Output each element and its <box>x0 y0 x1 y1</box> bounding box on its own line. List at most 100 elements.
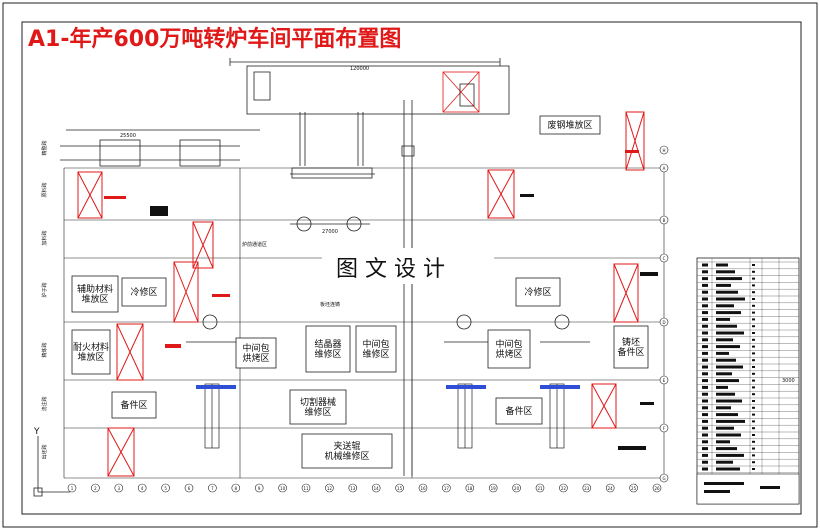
zone-cold-repair-right: 冷修区 <box>515 277 561 307</box>
scrap-rail <box>60 129 260 167</box>
column-marker: 26 <box>652 483 662 493</box>
zone-crystallizer: 结晶器维修区 <box>305 325 351 373</box>
svg-text:16: 16 <box>420 486 426 491</box>
svg-text:20: 20 <box>514 486 520 491</box>
column-marker: 1 <box>67 483 77 493</box>
column-marker: 4 <box>137 483 147 493</box>
row-marker: B <box>659 215 669 225</box>
column-marker: 22 <box>559 483 568 493</box>
zone-label: 切割器械维修区 <box>300 396 336 418</box>
column-marker: 13 <box>348 483 358 493</box>
zone-label: 冷修区 <box>130 286 157 298</box>
svg-text:15: 15 <box>397 486 403 491</box>
svg-text:3: 3 <box>118 486 121 491</box>
svg-text:13: 13 <box>350 486 356 491</box>
zone-label: 中间包烘烤区 <box>242 342 269 364</box>
column-grid <box>63 167 665 479</box>
black-markers <box>150 194 658 450</box>
axis-y-label: Y <box>33 427 40 437</box>
zone-cutter: 切割器械维修区 <box>289 389 347 425</box>
coordinate-axis <box>33 436 70 497</box>
zone-spare-right: 备件区 <box>495 397 543 425</box>
zone-spare-left: 备件区 <box>111 391 157 419</box>
zone-roller: 夹送辊机械维修区 <box>301 433 393 469</box>
svg-text:A: A <box>663 166 666 171</box>
zone-special-bake: 铸坯备件区 <box>613 325 649 369</box>
zone-ladle-bake-1: 中间包烘烤区 <box>235 337 277 369</box>
zone-label: 备件区 <box>505 405 532 417</box>
bay-label: 加料跨 <box>41 230 48 245</box>
table-cell-value: 3000 <box>782 378 795 384</box>
zone-ladle-bake-2: 中间包烘烤区 <box>487 329 531 369</box>
column-marker: 19 <box>488 483 498 493</box>
column-marker: 12 <box>325 483 334 493</box>
blue-platforms <box>196 385 580 389</box>
column-marker: 20 <box>512 483 521 493</box>
column-marker: 10 <box>278 483 287 493</box>
row-marker: G <box>659 473 669 483</box>
row-marker: C <box>659 253 669 263</box>
zone-label: 中间包维修区 <box>362 338 389 360</box>
column-marker: 16 <box>418 483 428 493</box>
furnace-bay-label: 炉前通道区 <box>242 241 267 248</box>
dim-top-span: 120000 <box>350 66 369 72</box>
zone-label: 夹送辊机械维修区 <box>324 440 369 462</box>
dim-mid-span: 27000 <box>322 229 338 235</box>
svg-text:12: 12 <box>327 486 333 491</box>
zone-waste-area: 废钢堆放区 <box>539 115 601 135</box>
column-marker: 25 <box>629 483 638 493</box>
column-marker: 8 <box>231 483 241 493</box>
svg-text:D: D <box>662 320 665 325</box>
zone-label: 废钢堆放区 <box>547 119 592 131</box>
svg-text:F: F <box>663 426 666 431</box>
red-storage-areas <box>77 111 645 477</box>
row-marker: E <box>659 375 669 385</box>
svg-text:1: 1 <box>71 486 74 491</box>
column-marker: 17 <box>442 483 451 493</box>
zone-refractory: 耐火材料堆放区 <box>71 329 111 375</box>
column-marker: 9 <box>254 483 264 493</box>
row-marker: F <box>659 423 669 433</box>
svg-text:G: G <box>662 476 665 481</box>
zone-label: 冷修区 <box>524 286 551 298</box>
svg-text:19: 19 <box>491 486 497 491</box>
svg-text:17: 17 <box>444 486 450 491</box>
zone-ladle-repair: 中间包维修区 <box>355 325 397 373</box>
svg-text:24: 24 <box>608 486 614 491</box>
row-marker: A <box>659 163 669 173</box>
svg-text:E: E <box>663 378 666 383</box>
svg-text:C: C <box>663 256 666 261</box>
svg-text:22: 22 <box>561 486 567 491</box>
column-marker: 23 <box>582 483 592 493</box>
center-bay-label: 板坯连铸 <box>320 301 340 308</box>
svg-text:4: 4 <box>141 486 144 491</box>
bay-label: 精整跨 <box>41 140 48 155</box>
column-marker: 14 <box>371 483 381 493</box>
column-marker: 3 <box>114 483 124 493</box>
svg-text:21: 21 <box>537 486 543 491</box>
row-marker: H <box>659 145 669 155</box>
zone-label: 备件区 <box>120 399 147 411</box>
zone-boxes: 废钢堆放区辅助材料堆放区冷修区冷修区耐火材料堆放区中间包烘烤区结晶器维修区中间包… <box>71 115 649 469</box>
bay-label: 浇注跨 <box>41 396 48 411</box>
column-marker: 2 <box>91 483 100 493</box>
zone-aux-material: 辅助材料堆放区 <box>71 275 119 313</box>
column-marker: 7 <box>208 483 217 493</box>
row-marker: D <box>659 317 669 327</box>
zone-cold-repair-left: 冷修区 <box>121 277 167 307</box>
inner-border <box>21 21 802 515</box>
column-marker: 18 <box>465 483 475 493</box>
zone-label: 耐火材料堆放区 <box>73 341 109 363</box>
zone-label: 结晶器维修区 <box>314 338 341 360</box>
watermark: 图 文 设 计 <box>336 257 445 282</box>
svg-text:23: 23 <box>584 486 590 491</box>
column-marker: 6 <box>184 483 194 493</box>
drawing-title: A1-年产600万吨转炉车间平面布置图 <box>28 26 401 52</box>
svg-text:6: 6 <box>188 486 191 491</box>
bay-label: 原料跨 <box>41 182 48 197</box>
ladle-turrets <box>186 216 590 343</box>
title-block-table <box>696 257 800 505</box>
